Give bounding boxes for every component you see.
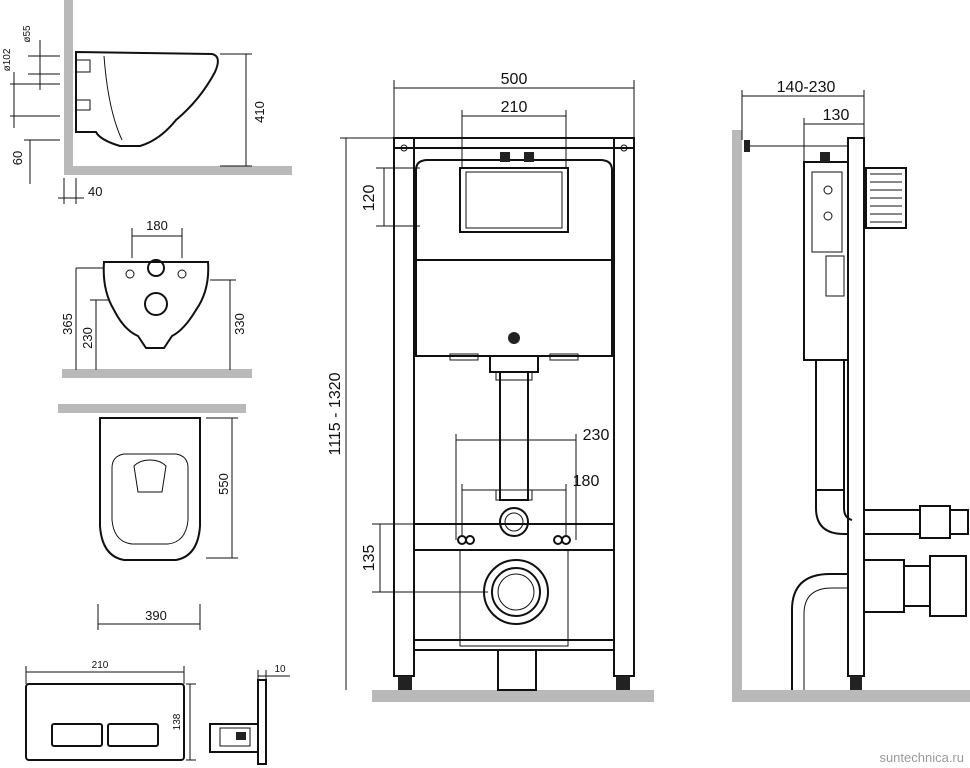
dim-210-plate: 210 — [92, 660, 109, 671]
dim-135: 135 — [361, 545, 378, 572]
dim-500: 500 — [501, 71, 528, 88]
dim-390: 390 — [145, 608, 167, 623]
dim-180-bowl: 180 — [146, 218, 168, 233]
dim-230-frame: 230 — [583, 427, 610, 444]
dim-10: 10 — [274, 664, 286, 675]
dim-130: 130 — [823, 107, 850, 124]
dim-40: 40 — [88, 184, 102, 199]
toilet-top-view: 550 390 — [58, 404, 246, 630]
dim-138: 138 — [172, 713, 183, 730]
frame-front-view: 500 210 120 1115 - 1320 230 180 135 — [327, 71, 654, 702]
dim-365: 365 — [60, 313, 75, 335]
dim-410: 410 — [252, 101, 267, 123]
flush-plate-view: 210 138 10 — [25, 660, 290, 765]
dim-120: 120 — [361, 185, 378, 212]
dim-phi102: ø102 — [2, 48, 13, 71]
dim-550: 550 — [216, 473, 231, 495]
dim-230-bowl: 230 — [80, 327, 95, 349]
dim-210-frame: 210 — [501, 99, 528, 116]
dim-330: 330 — [232, 313, 247, 335]
dim-1115-1320: 1115 - 1320 — [327, 372, 344, 455]
watermark: suntechnica.ru — [879, 750, 964, 765]
dim-60: 60 — [10, 151, 25, 165]
dim-180-frame: 180 — [573, 473, 600, 490]
dim-140-230: 140-230 — [777, 79, 836, 96]
toilet-back-view: 180 365 230 330 — [60, 218, 252, 378]
toilet-side-view: 410 ø102 ø55 60 40 — [2, 0, 292, 204]
dim-phi55: ø55 — [22, 25, 33, 43]
frame-side-view: 140-230 130 — [732, 79, 970, 702]
